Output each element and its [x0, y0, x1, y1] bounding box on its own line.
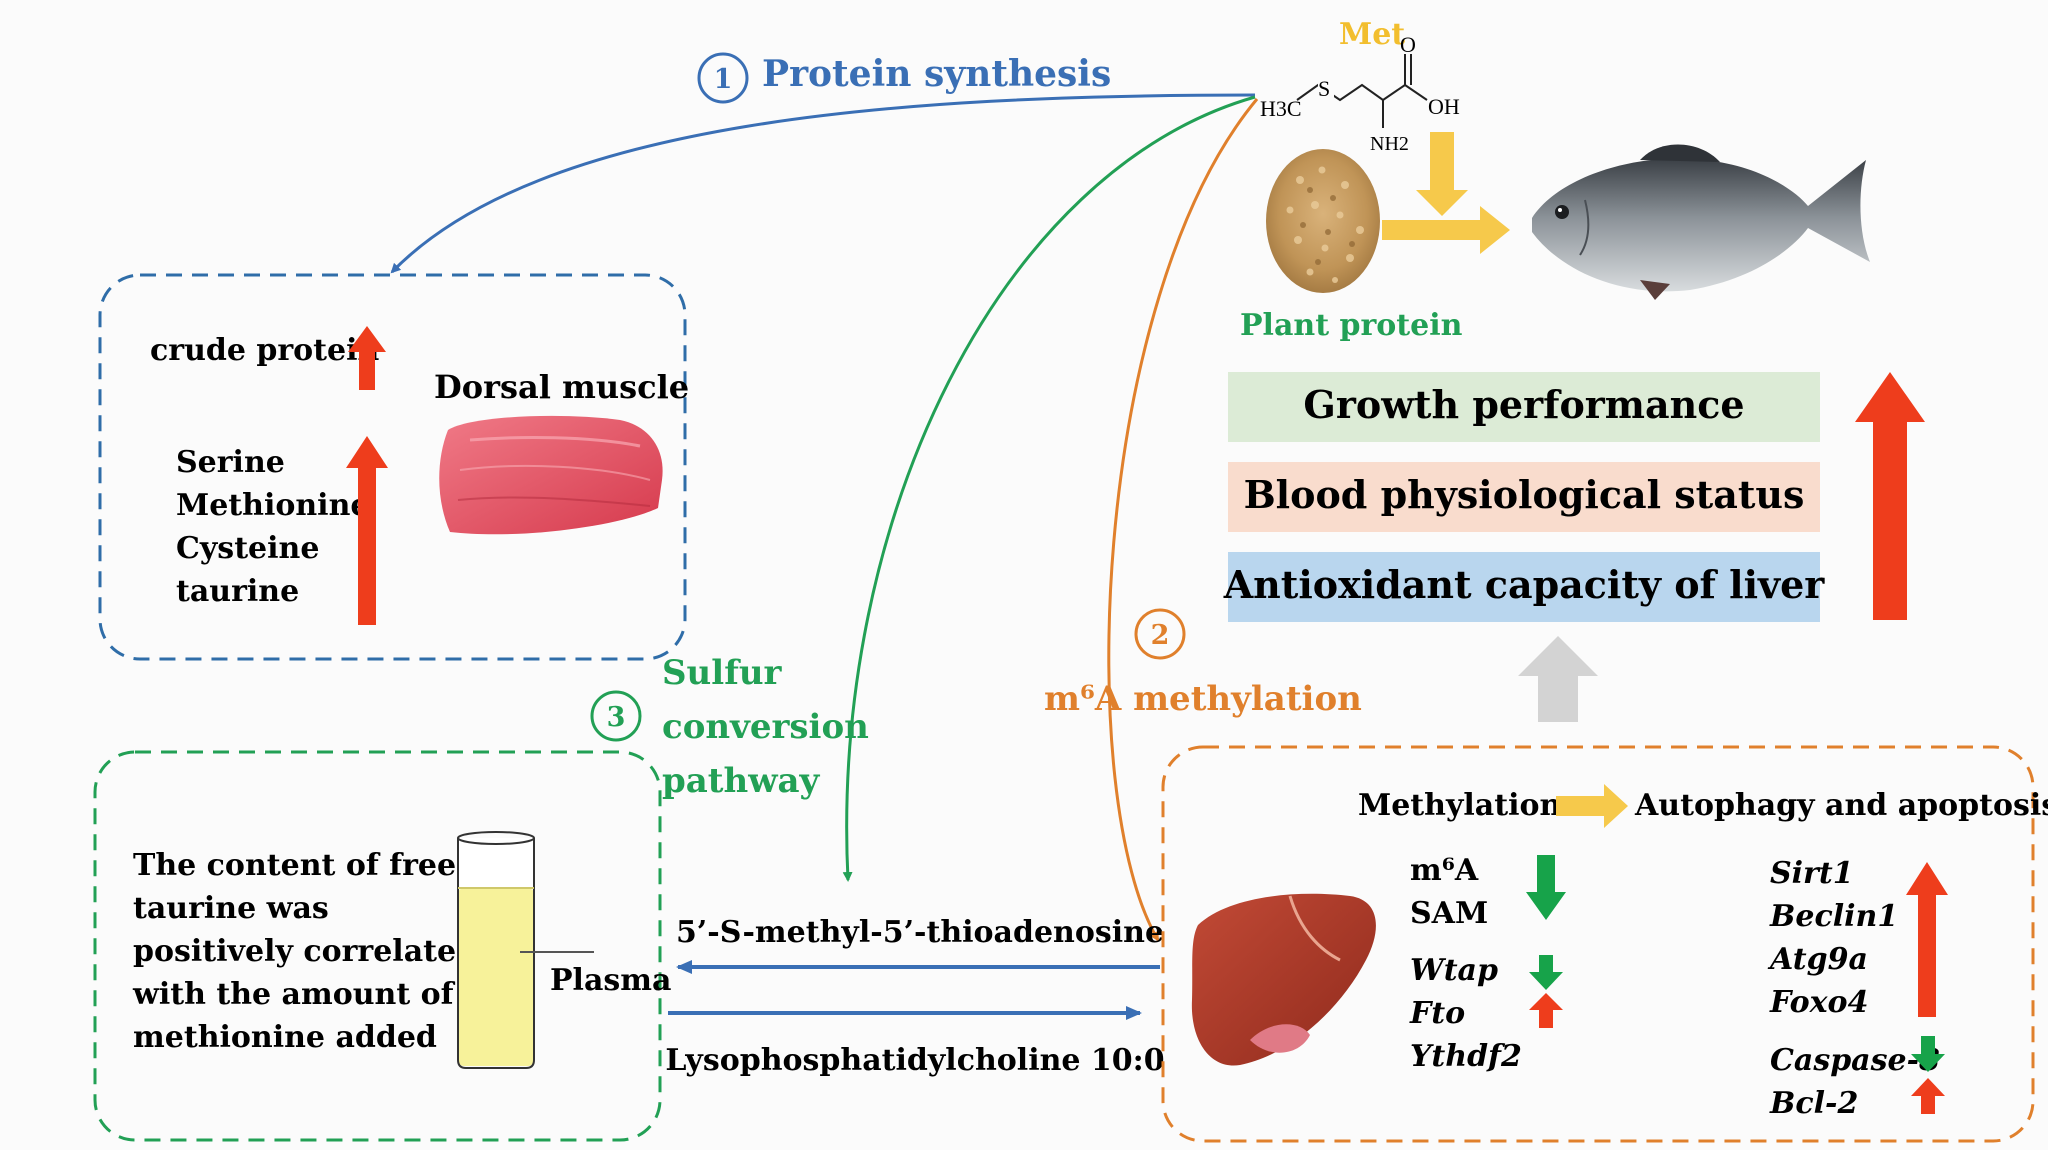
met-down-arrow	[1416, 132, 1468, 216]
gene-caspase-8: Caspase-8	[1770, 1043, 1940, 1078]
blood-status-bar	[1228, 462, 1820, 532]
pathway-number: 3	[607, 702, 626, 733]
gene-bcl-2: Bcl-2	[1769, 1086, 1858, 1121]
pathway-number: 2	[1151, 620, 1170, 651]
gene-foxo4: Foxo4	[1769, 985, 1868, 1020]
sulfur-pathway-curve	[842, 95, 1256, 882]
antioxidant-capacity-bar	[1228, 552, 1820, 622]
amino-acids-up-arrow	[346, 436, 388, 625]
plasma-box	[93, 750, 662, 1142]
pathway-title-line1: Sulfur	[662, 653, 783, 693]
fish-image	[1532, 144, 1870, 300]
plasma-tube-image	[457, 831, 594, 1069]
plasma-text-line-1: The content of free	[133, 848, 456, 883]
autophagy-apoptosis-label: Autophagy and apoptosis	[1634, 788, 2048, 823]
crude-protein-up-arrow	[348, 326, 386, 390]
m6a-sam-down-arrow	[1526, 855, 1566, 920]
pathway-protein-label: 1 Protein synthesis	[697, 52, 1111, 104]
gene-fto: Fto	[1409, 996, 1465, 1031]
liver-to-outcomes-arrow	[1518, 636, 1598, 722]
crude-protein-label: crude protein	[150, 333, 380, 368]
wtap-down-arrow	[1529, 955, 1563, 990]
amino-acid-taurine: taurine	[176, 574, 299, 609]
plasma-label: Plasma	[550, 963, 671, 998]
met-oxygen: O	[1400, 32, 1416, 57]
caspase-8-down-arrow	[1911, 1036, 1945, 1072]
m6a-marker: m⁶A	[1410, 853, 1479, 888]
lpc-metabolite-label: Lysophosphatidylcholine 10:0	[665, 1043, 1164, 1078]
gene-wtap: Wtap	[1410, 953, 1498, 988]
plant-protein-pellets-image	[1266, 149, 1380, 293]
methylation-to-autophagy-arrow	[1556, 784, 1628, 828]
pathway-title: m⁶A methylation	[1044, 679, 1362, 719]
met-methyl: H3C	[1260, 96, 1302, 121]
gene-beclin1: Beclin1	[1769, 899, 1898, 934]
protein-synthesis-curve	[390, 93, 1256, 274]
amino-acid-serine: Serine	[176, 445, 285, 480]
amino-acid-cysteine: Cysteine	[176, 531, 319, 566]
mta-metabolite-label: 5’-S-methyl-5’-thioadenosine	[676, 915, 1164, 950]
gene-atg9a: Atg9a	[1767, 942, 1868, 977]
dorsal-muscle-title: Dorsal muscle	[434, 368, 689, 406]
methionine-structure: Met O OH H3C S NH2	[1260, 17, 1460, 155]
liver-image	[1191, 893, 1376, 1066]
plasma-text-line-2: taurine was	[133, 891, 329, 926]
feed-right-arrow	[1382, 206, 1510, 254]
met-sulfur: S	[1318, 76, 1330, 101]
plasma-text-line-4: with the amount of	[132, 977, 456, 1012]
methylation-label: Methylation	[1358, 788, 1561, 823]
plant-protein-label: Plant protein	[1240, 308, 1463, 343]
sam-marker: SAM	[1410, 896, 1488, 931]
fto-up-arrow	[1529, 993, 1563, 1028]
amino-acid-methionine: Methionine	[176, 488, 369, 523]
plasma-text-line-3: positively correlated	[133, 934, 477, 969]
pathway-title-line3: pathway	[662, 761, 821, 801]
plasma-text-line-5: methionine added	[133, 1020, 437, 1055]
outcomes-up-arrow	[1855, 372, 1925, 620]
pathway-m6a-label: 2 m⁶A methylation	[1044, 608, 1362, 719]
pathway-number: 1	[714, 64, 733, 95]
pathway-sulfur-label: 3 Sulfur conversion pathway	[590, 653, 869, 801]
growth-performance-label: Growth performance	[1303, 382, 1744, 427]
pathway-title-line2: conversion	[662, 707, 869, 747]
met-label: Met	[1339, 17, 1405, 52]
dorsal-muscle-image	[439, 415, 663, 535]
growth-performance-bar	[1228, 372, 1820, 442]
pathway-title: Protein synthesis	[762, 53, 1111, 95]
gene-ythdf2: Ythdf2	[1410, 1039, 1522, 1074]
bcl-2-up-arrow	[1911, 1078, 1945, 1114]
gene-sirt1: Sirt1	[1770, 856, 1854, 891]
met-amine: NH2	[1370, 133, 1409, 155]
autophagy-genes-up-arrow	[1906, 862, 1948, 1017]
met-hydroxyl: OH	[1428, 94, 1460, 119]
m6a-pathway-curve	[1107, 98, 1259, 942]
antioxidant-capacity-label: Antioxidant capacity of liver	[1223, 562, 1826, 607]
blood-status-label: Blood physiological status	[1244, 472, 1805, 517]
liver-box	[1161, 745, 2035, 1143]
